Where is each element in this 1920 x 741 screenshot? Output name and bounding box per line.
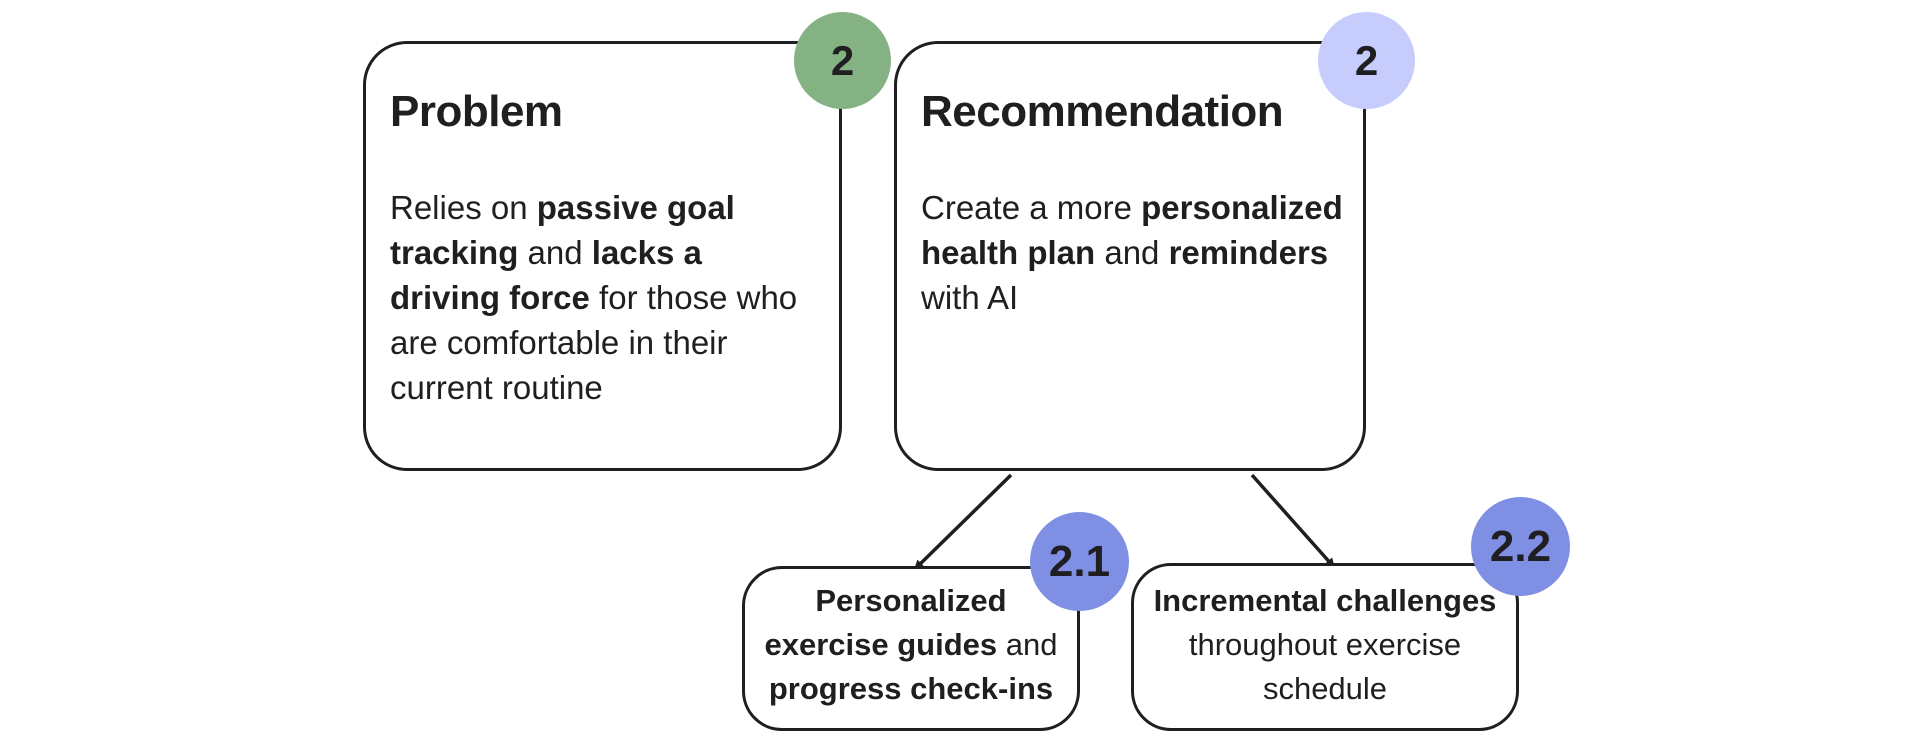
sub-card-incremental-challenges: Incremental challenges throughout exerci…: [1131, 563, 1519, 731]
body-text-2: and: [518, 233, 592, 271]
sub-step-badge-2-2: 2.2: [1471, 497, 1570, 596]
emphasis-text-3: lacks a driving force: [390, 233, 702, 316]
emphasis-text-1: personalized health plan: [921, 188, 1343, 271]
recommendation-description: Create a more personalized health plan a…: [921, 185, 1343, 320]
body-text-4: for those who are comfortable in their c…: [390, 278, 798, 406]
emphasis-text-3: reminders: [1168, 233, 1329, 271]
recommendation-card: Recommendation Create a more personalize…: [894, 41, 1366, 471]
sub-card-1-description: Personalized exercise guides and progres…: [759, 579, 1063, 711]
problem-card: Problem Relies on passive goal tracking …: [363, 41, 842, 471]
problem-title: Problem: [390, 87, 563, 136]
body-text-0: Create a more: [921, 188, 1142, 226]
body-text-0: Relies on: [390, 188, 537, 226]
body-text-2: and: [1095, 233, 1169, 271]
arrow-to-sub-card-2-2: [1250, 473, 1335, 569]
body-text-4: with AI: [921, 278, 1019, 316]
emphasis-text-2: progress check-ins: [768, 671, 1054, 706]
sub-step-badge-2-1: 2.1: [1030, 512, 1129, 611]
sub-card-2-description: Incremental challenges throughout exerci…: [1144, 579, 1506, 711]
recommendation-title: Recommendation: [921, 87, 1284, 136]
emphasis-text-1: passive goal tracking: [390, 188, 735, 271]
sub-card-personalized-guides: Personalized exercise guides and progres…: [742, 566, 1080, 731]
emphasis-text-0: Incremental challenges: [1153, 583, 1497, 618]
body-text-1: throughout exercise schedule: [1188, 627, 1462, 706]
body-text-1: and: [997, 627, 1058, 662]
problem-description: Relies on passive goal tracking and lack…: [390, 185, 815, 410]
arrow-to-sub-card-2-1: [913, 473, 1013, 571]
emphasis-text-0: Personalized exercise guides: [764, 583, 1007, 662]
recommendation-step-badge: 2: [1318, 12, 1415, 109]
problem-step-badge: 2: [794, 12, 891, 109]
